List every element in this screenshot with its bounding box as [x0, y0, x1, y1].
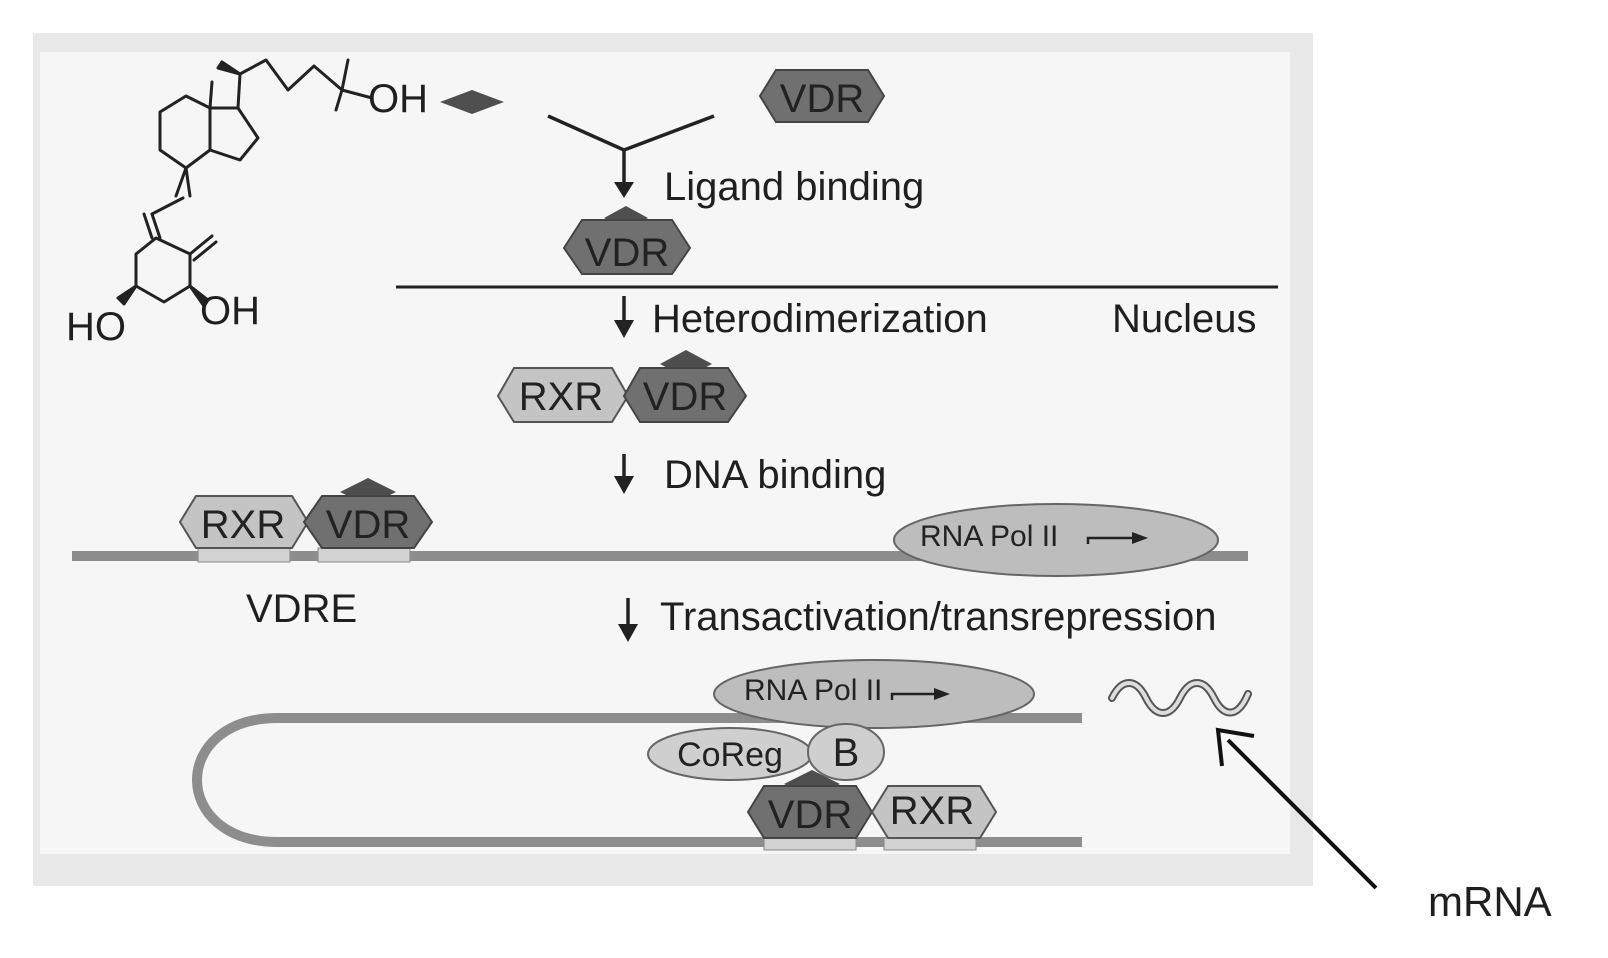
receptor-y-shape	[547, 114, 715, 186]
step-ligand-binding: Ligand binding	[664, 165, 924, 209]
vdr-lower-label: VDR	[768, 793, 852, 837]
dna-strand-upper	[72, 551, 1248, 561]
rxr-on-dna-label: RXR	[201, 503, 285, 547]
rxr-label: RXR	[519, 375, 603, 419]
oh-top-label: OH	[368, 77, 428, 121]
rxr-vdr-on-dna: RXR VDR	[178, 478, 434, 549]
rna-pol-upper-label: RNA Pol II	[920, 520, 1058, 553]
coreg-label: CoReg	[677, 736, 783, 774]
arrow-head-icon	[618, 624, 638, 642]
vdre-site-2	[317, 547, 411, 563]
vdre-site-lower-1	[763, 837, 857, 851]
mrna-label: mRNA	[1428, 878, 1552, 925]
b-label: B	[833, 731, 860, 775]
vdr-on-dna-label: VDR	[326, 503, 410, 547]
vdr-ligand-bound: VDR	[562, 206, 692, 275]
vdr-rxr-lower: VDR RXR	[746, 770, 998, 839]
vdre-site-1	[197, 547, 291, 563]
vdr-label: VDR	[643, 375, 727, 419]
step-transactivation: Transactivation/transrepression	[660, 595, 1217, 639]
step-dna-binding: DNA binding	[664, 453, 886, 497]
arrow-head-icon	[1215, 727, 1255, 767]
arrow-head-icon	[614, 320, 634, 338]
vdr-free-label: VDR	[780, 77, 864, 121]
vdr-bound-label: VDR	[585, 231, 669, 275]
rxr-vdr-heterodimer: RXR VDR	[496, 350, 748, 423]
ho-left-label: HO	[66, 305, 126, 349]
rna-pol-ii-lower: RNA Pol II	[713, 659, 1035, 729]
transcription-start-arrow-icon	[934, 688, 950, 700]
transcription-start-arrow-icon	[1132, 532, 1148, 544]
vdre-site-lower-2	[883, 837, 977, 851]
dna-loop	[192, 713, 1082, 847]
mrna-pointer-arrow	[1226, 738, 1378, 890]
step-heterodimerization: Heterodimerization	[652, 297, 988, 341]
vdr-free: VDR	[758, 69, 886, 123]
rxr-lower-label: RXR	[890, 789, 974, 833]
ligand-diamond	[440, 90, 504, 114]
rna-pol-ii-upper: RNA Pol II	[893, 503, 1219, 577]
vdre-label: VDRE	[246, 587, 357, 631]
coregulator-complex: CoReg B	[647, 723, 885, 781]
nucleus-label: Nucleus	[1112, 297, 1257, 341]
arrow-head-icon	[614, 182, 634, 198]
arrow-head-icon	[614, 476, 634, 494]
rna-pol-lower-label: RNA Pol II	[744, 674, 882, 707]
oh-right-label: OH	[200, 289, 260, 333]
calcitriol-structure	[116, 58, 374, 308]
